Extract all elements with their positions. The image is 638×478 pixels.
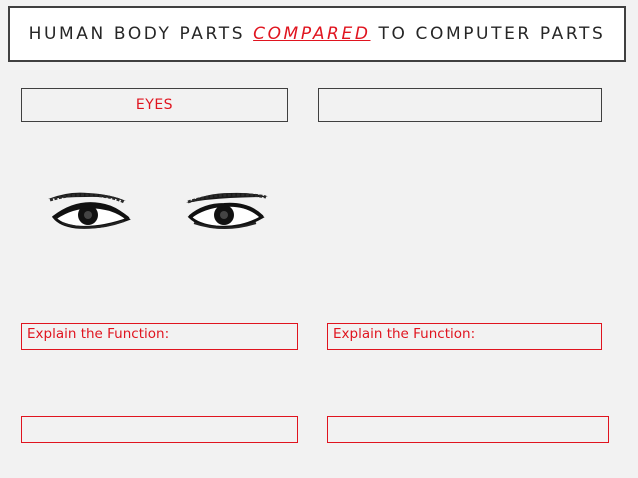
- computer-part-label: [319, 89, 601, 121]
- computer-part-label-box[interactable]: [318, 88, 602, 122]
- title-suffix: TO COMPUTER PARTS: [370, 24, 606, 44]
- body-part-label-box[interactable]: EYES: [21, 88, 288, 122]
- left-function-label: Explain the Function:: [27, 326, 170, 342]
- eyes-icon: [48, 192, 268, 229]
- right-function-label-box: Explain the Function:: [327, 323, 602, 350]
- right-function-answer-box[interactable]: [327, 416, 609, 443]
- left-function-label-box: Explain the Function:: [21, 323, 298, 350]
- body-part-label: EYES: [135, 97, 174, 113]
- slide-title-box: HUMAN BODY PARTS COMPARED TO COMPUTER PA…: [8, 6, 626, 62]
- title-emphasis: COMPARED: [253, 24, 371, 44]
- right-function-label: Explain the Function:: [333, 326, 476, 342]
- left-function-answer-box[interactable]: [21, 416, 298, 443]
- title-prefix: HUMAN BODY PARTS: [28, 24, 254, 44]
- slide-title: HUMAN BODY PARTS COMPARED TO COMPUTER PA…: [29, 24, 606, 44]
- eyes-illustration: [40, 183, 272, 244]
